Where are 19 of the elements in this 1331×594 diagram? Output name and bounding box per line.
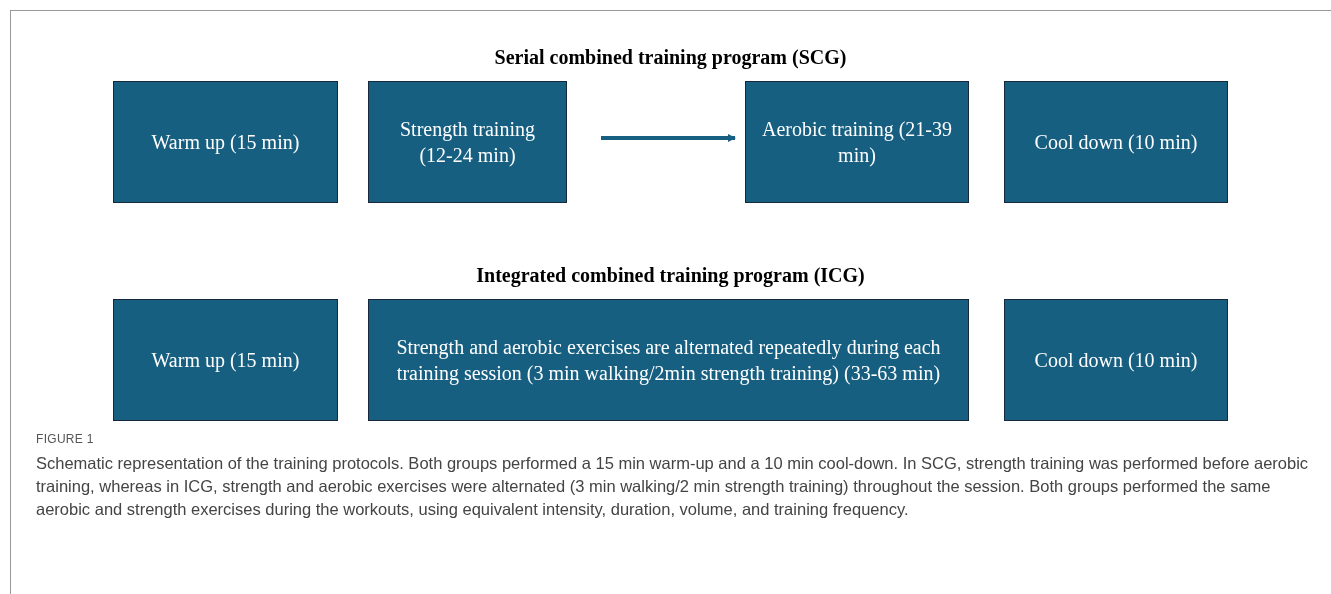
box-text: Warm up (15 min) bbox=[151, 348, 300, 373]
figure-label: FIGURE 1 bbox=[36, 432, 94, 446]
process-box bbox=[1004, 81, 1228, 203]
box-text: Strength training (12-24 min) bbox=[399, 117, 536, 168]
box-text: Cool down (10 min) bbox=[1034, 130, 1198, 155]
box-text: Cool down (10 min) bbox=[1034, 348, 1198, 373]
process-box bbox=[368, 299, 969, 421]
process-box bbox=[113, 299, 338, 421]
caption: Schematic representation of the training protocols. Both groups performed a 15 min warm-up and a 10 min cool-down. In SCG, strength training was performed before aerobic training, whereas in ICG, strength and aerobic exercises were alternated (3 min walking/2 min strength training) throughout the session. Both groups performed the same aerobic and strength exercises during the workouts, using equivalent intensity, duration, volume, and training frequency. bbox=[36, 453, 1310, 520]
section-title: Serial combined training program (SCG) bbox=[494, 46, 847, 68]
box-text: Aerobic training (21-39 min) bbox=[761, 117, 953, 168]
box-text: Strength and aerobic exercises are alternated repeatedly during each training session (3 min walking/2min strength training) (33-63 min) bbox=[395, 335, 942, 386]
process-box bbox=[1004, 299, 1228, 421]
process-box bbox=[745, 81, 969, 203]
box-text: Warm up (15 min) bbox=[151, 130, 300, 155]
process-box bbox=[368, 81, 567, 203]
arrow bbox=[601, 134, 736, 142]
section-title: Integrated combined training program (ICG) bbox=[476, 264, 865, 286]
process-box bbox=[113, 81, 338, 203]
